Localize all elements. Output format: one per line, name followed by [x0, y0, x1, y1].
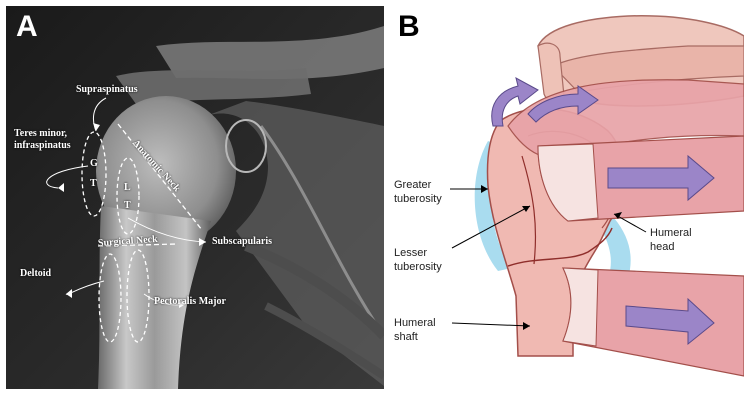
humeral-shaft-label: Humeral shaft [394, 316, 436, 344]
gt-g-label: G [90, 158, 98, 169]
humeral-head-line1: Humeral [650, 226, 692, 240]
panel-a-letter: A [16, 12, 38, 42]
humeral-shaft-line2: shaft [394, 330, 436, 344]
humeral-shaft-line1: Humeral [394, 316, 436, 330]
xray-image [6, 6, 384, 389]
lesser-tuberosity-line2: tuberosity [394, 260, 442, 274]
lesser-tuberosity-line1: Lesser [394, 246, 442, 260]
deltoid-label: Deltoid [20, 268, 51, 279]
xray-panel: A Supraspinatus Teres minor, infraspinat… [6, 6, 384, 389]
panel-b-letter: B [398, 12, 420, 42]
illustration-panel: B Greater tuberosity Lesser tuberosity H… [388, 6, 744, 389]
teres-minor-label-line2: infraspinatus [14, 140, 71, 151]
greater-tuberosity-label: Greater tuberosity [394, 178, 442, 206]
greater-tuberosity-line2: tuberosity [394, 192, 442, 206]
humeral-head-line2: head [650, 240, 692, 254]
gt-t-label: T [90, 178, 97, 189]
teres-minor-label-line1: Teres minor, [14, 128, 67, 139]
lt-l-label: L [124, 182, 131, 193]
pectoralis-major-label: Pectoralis Major [154, 296, 226, 307]
greater-tuberosity-line1: Greater [394, 178, 442, 192]
subscapularis-label: Subscapularis [212, 236, 272, 247]
humeral-head-label: Humeral head [650, 226, 692, 254]
lesser-tuberosity-label: Lesser tuberosity [394, 246, 442, 274]
lt-t-label: T [124, 200, 131, 211]
supraspinatus-label: Supraspinatus [76, 84, 138, 95]
